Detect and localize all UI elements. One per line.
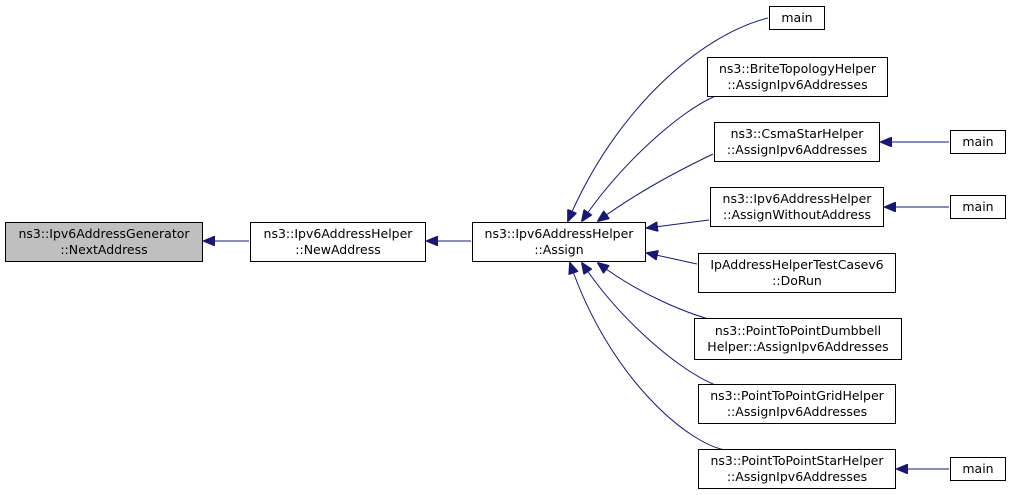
node-label-line1: ns3::PointToPointGridHelper <box>710 388 884 403</box>
node-label-line2: ::AssignIpv6Addresses <box>727 77 868 92</box>
node-label-line2: ::AssignIpv6Addresses <box>726 404 868 419</box>
node-pointtopointdumbbellhelper-assignipv6addresses[interactable]: ns3::PointToPointDumbbell Helper::Assign… <box>694 318 902 360</box>
node-label-line2: ::AssignIpv6Addresses <box>726 142 868 157</box>
node-label-line1: ns3::Ipv6AddressHelper <box>722 191 872 206</box>
node-ipv6addresshelper-assign[interactable]: ns3::Ipv6AddressHelper ::Assign <box>472 222 646 262</box>
node-main-star[interactable]: main <box>950 457 1006 481</box>
node-ipaddresshelpertestcasev6-dorun[interactable]: IpAddressHelperTestCasev6 ::DoRun <box>698 253 896 293</box>
node-ipv6addresshelper-newaddress[interactable]: ns3::Ipv6AddressHelper ::NewAddress <box>250 222 426 262</box>
node-label-line2: ::AssignWithoutAddress <box>723 207 871 222</box>
node-csmastarhelper-assignipv6addresses[interactable]: ns3::CsmaStarHelper ::AssignIpv6Addresse… <box>714 122 880 162</box>
edge-testcase-to-assign <box>647 253 698 265</box>
node-label-line1: IpAddressHelperTestCasev6 <box>710 257 884 272</box>
node-ipv6addressgenerator-nextaddress: ns3::Ipv6AddressGenerator ::NextAddress <box>5 222 203 262</box>
edge-csmastar-to-assign <box>598 153 714 221</box>
node-label-line2: ::NextAddress <box>60 242 148 257</box>
node-pointtopointgridhelper-assignipv6addresses[interactable]: ns3::PointToPointGridHelper ::AssignIpv6… <box>698 384 896 424</box>
node-main-assignwithout[interactable]: main <box>950 195 1006 219</box>
edge-star-to-assign <box>570 263 727 451</box>
node-label-line1: ns3::PointToPointDumbbell <box>714 323 882 338</box>
node-britetopologyhelper-assignipv6addresses[interactable]: ns3::BriteTopologyHelper ::AssignIpv6Add… <box>707 57 888 97</box>
node-label-line2: ::NewAddress <box>295 242 381 257</box>
node-label-line2: ::Assign <box>534 242 584 257</box>
node-main-top[interactable]: main <box>769 6 825 30</box>
edge-maintop-to-assign <box>568 17 769 221</box>
node-label-line2: Helper::AssignIpv6Addresses <box>707 339 889 354</box>
node-label-line2: ::AssignIpv6Addresses <box>726 469 868 484</box>
node-label-line2: ::DoRun <box>772 273 822 288</box>
node-label-line1: ns3::PointToPointStarHelper <box>710 453 884 468</box>
node-label-line1: ns3::BriteTopologyHelper <box>718 61 877 76</box>
node-ipv6addresshelper-assignwithoutaddress[interactable]: ns3::Ipv6AddressHelper ::AssignWithoutAd… <box>710 187 884 227</box>
node-label-line1: ns3::Ipv6AddressGenerator <box>18 226 190 241</box>
node-pointtopointstarhelper-assignipv6addresses[interactable]: ns3::PointToPointStarHelper ::AssignIpv6… <box>698 449 896 489</box>
node-label-line1: main <box>781 10 813 25</box>
node-main-csmastar[interactable]: main <box>950 130 1006 154</box>
edge-assignwithout-to-assign <box>647 219 710 228</box>
node-label-line1: ns3::Ipv6AddressHelper <box>484 226 634 241</box>
node-label-line1: ns3::CsmaStarHelper <box>730 126 864 141</box>
node-label-line1: main <box>962 134 994 149</box>
node-label-line1: ns3::Ipv6AddressHelper <box>263 226 413 241</box>
node-label-line1: main <box>962 199 994 214</box>
edge-grid-to-assign <box>582 263 719 387</box>
edge-brite-to-assign <box>582 94 719 221</box>
node-label-line1: main <box>962 461 994 476</box>
